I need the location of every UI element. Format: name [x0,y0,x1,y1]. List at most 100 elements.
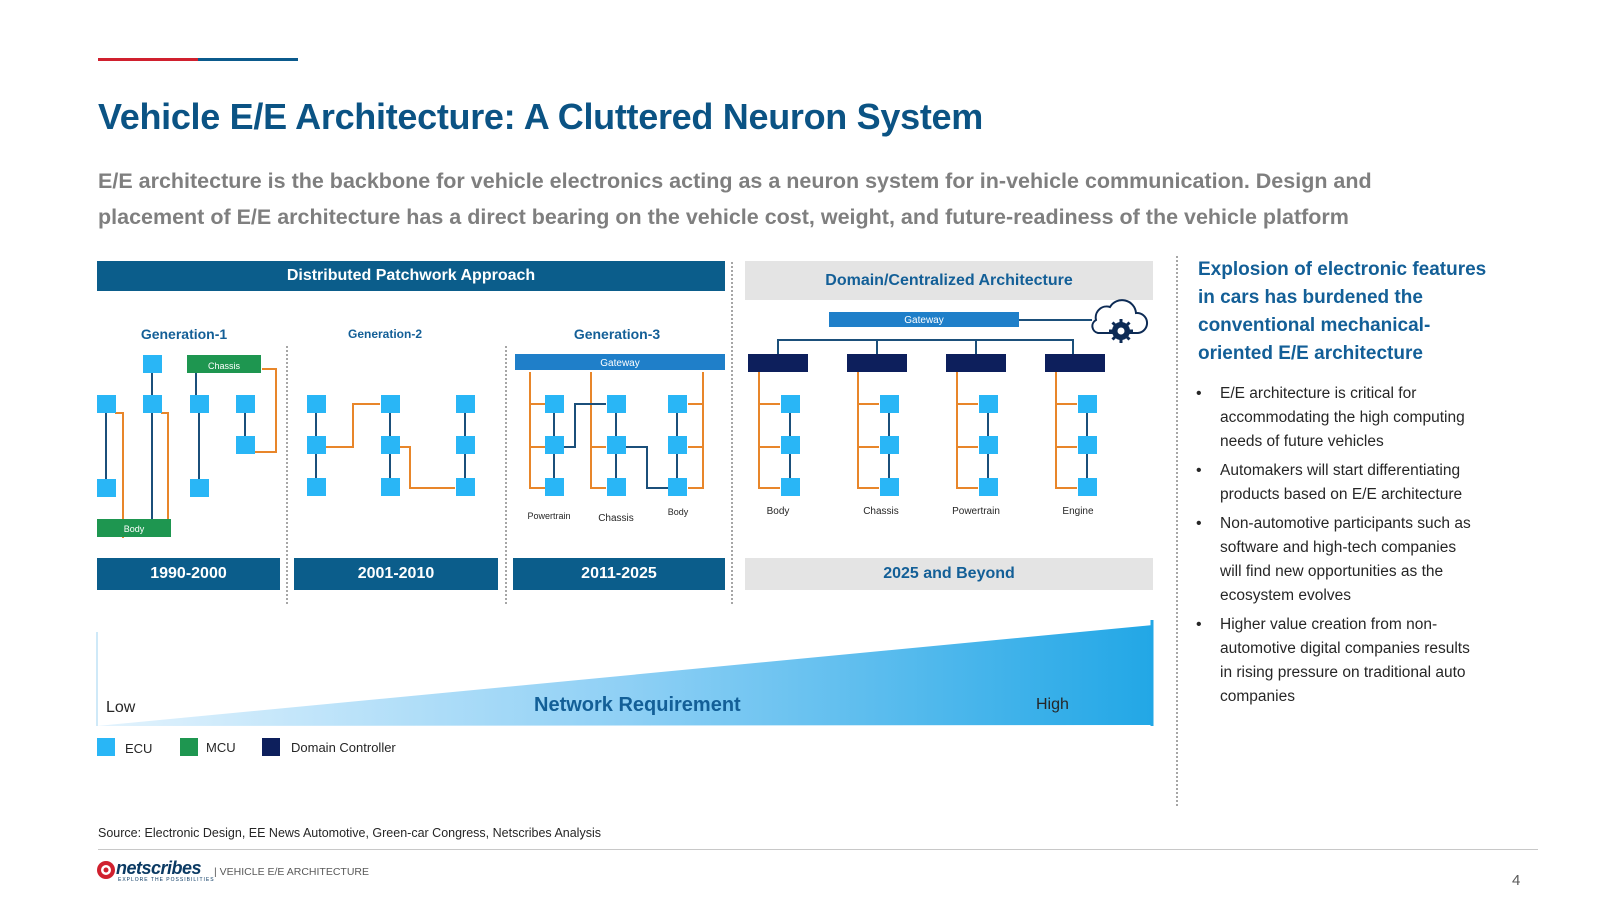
page-number: 4 [1512,872,1521,889]
gateway-label-gen3: Gateway [600,358,639,369]
separator [731,262,733,604]
distributed-band: Distributed Patchwork Approach [97,261,725,291]
period-band-3: 2011-2025 [513,558,725,590]
domain-controller-node [946,354,1006,372]
ecu-node [97,479,116,497]
ecu-node [456,395,475,413]
generation-2-label: Generation-2 [347,327,423,341]
accent-bar-red [98,58,198,61]
sidebar-bullet: Higher value creation from non- automoti… [1196,613,1536,709]
gen3-group-label: Powertrain [527,511,570,521]
legend-label-domain-controller: Domain Controller [291,740,396,755]
generation-3-label: Generation-3 [573,326,661,342]
ecu-node [97,395,116,413]
ecu-node [781,478,800,496]
page-subtitle: E/E architecture is the backbone for veh… [98,169,1372,229]
domain-architecture-diagram: Gateway [748,299,1148,517]
sidebar-bullet: Automakers will start differentiating pr… [1196,459,1536,507]
ecu-node [668,436,687,454]
sidebar-bullet-list: E/E architecture is critical for accommo… [1196,382,1536,714]
domain-label: Engine [1062,506,1094,517]
ecu-node [668,478,687,496]
ecu-node [545,478,564,496]
ecu-node [190,479,209,497]
ecu-node [381,436,400,454]
ecu-node [607,395,626,413]
period-band-future: 2025 and Beyond [745,558,1153,590]
ecu-node [668,395,687,413]
ecu-node [1078,395,1097,413]
period-band-1: 1990-2000 [97,558,280,590]
network-high-label: High [1036,696,1069,713]
page-title: Vehicle E/E Architecture: A Cluttered Ne… [98,96,983,137]
gen3-group-label: Chassis [598,513,634,524]
sidebar-bullet: E/E architecture is critical for accommo… [1196,382,1536,454]
network-requirement-wedge [96,620,1154,726]
netscribes-logo-icon [97,861,115,879]
generation-1-label: Generation-1 [140,326,228,342]
ecu-node [143,395,162,413]
domain-controller-node [847,354,907,372]
ecu-node [307,478,326,496]
ecu-node [880,436,899,454]
separator [1176,256,1178,806]
ecu-node [456,436,475,454]
cloud-gear-icon [1091,299,1148,343]
accent-bar-blue [198,58,298,61]
source-note: Source: Electronic Design, EE News Autom… [98,826,601,840]
ecu-node [781,395,800,413]
sidebar-heading: Explosion of electronic features in cars… [1198,259,1487,364]
period-band-2: 2001-2010 [294,558,498,590]
mcu-label-chassis: Chassis [208,361,241,371]
ecu-node [236,395,255,413]
legend-swatch-mcu [180,738,198,756]
domain-band: Domain/Centralized Architecture [745,261,1153,300]
mcu-node-body [97,519,171,537]
ecu-node [880,478,899,496]
mcu-node-chassis [187,355,261,373]
ecu-node [979,436,998,454]
gateway-bar-domain [829,312,1019,327]
netscribes-logo-tagline: EXPLORE THE POSSIBILITIES [118,877,215,883]
gen3-group-label: Body [668,507,689,517]
network-requirement-label: Network Requirement [534,694,741,716]
gateway-label-domain: Gateway [904,315,943,326]
ecu-node [381,478,400,496]
ecu-node [307,395,326,413]
ecu-node [143,355,162,373]
generation-3-diagram: Gateway Powertrain Chassis Body [515,354,725,524]
footer-divider [98,849,1538,850]
ecu-node [307,436,326,454]
legend-swatch-ecu [97,738,115,756]
ecu-node [607,436,626,454]
mcu-label-body: Body [124,524,145,534]
ecu-node [236,436,255,454]
ecu-node [190,395,209,413]
domain-controller-node [1045,354,1105,372]
domain-controller-node [748,354,808,372]
ecu-node [381,395,400,413]
domain-label: Powertrain [952,506,1000,517]
legend-swatch-domain-controller [262,738,280,756]
sidebar-bullet: Non-automotive participants such as soft… [1196,512,1536,608]
separator [286,346,288,604]
ecu-node [1078,436,1097,454]
ecu-node [607,478,626,496]
domain-label: Chassis [863,506,899,517]
gateway-bar-gen3 [515,354,725,370]
ecu-node [979,395,998,413]
ecu-node [880,395,899,413]
netscribes-logo: netscribes [116,858,202,878]
footer-tagline: | VEHICLE E/E ARCHITECTURE [214,866,370,878]
legend-label-mcu: MCU [206,740,236,755]
generation-1-diagram: Chassis Body [97,355,277,538]
separator [505,346,507,604]
ecu-node [781,436,800,454]
legend-label-ecu: ECU [125,741,153,756]
ecu-node [456,478,475,496]
ecu-node [545,395,564,413]
generation-2-diagram [307,395,475,496]
ecu-node [545,436,564,454]
domain-label: Body [767,506,790,517]
